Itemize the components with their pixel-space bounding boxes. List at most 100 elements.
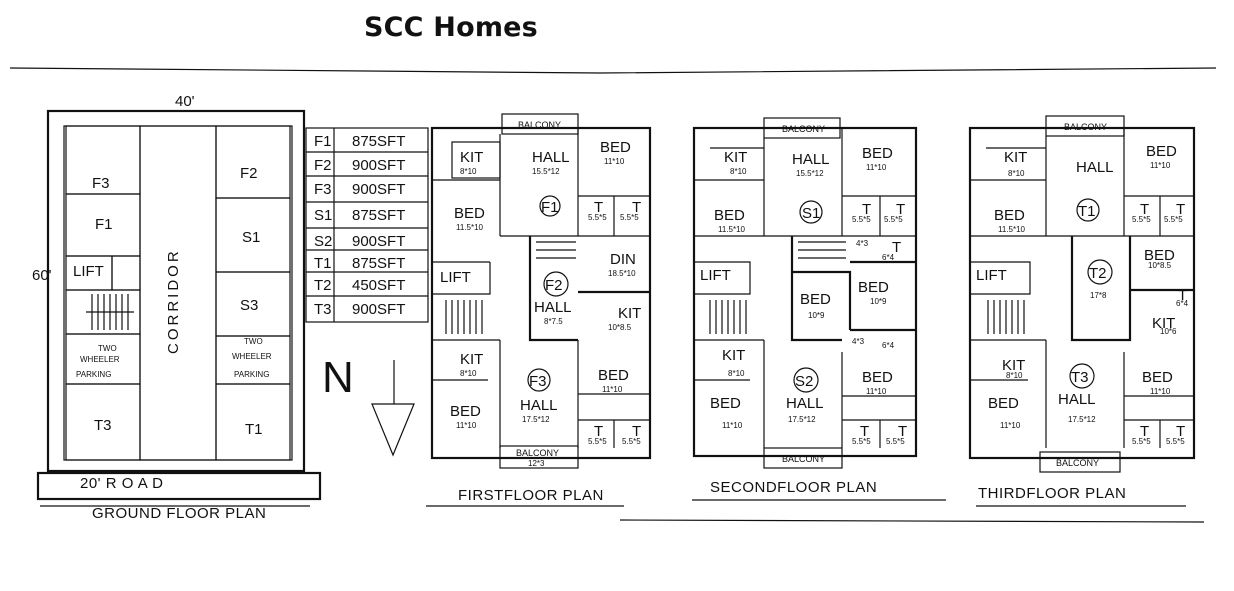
ff-unit-mid-marker [543,271,569,297]
first-floor-plan: BALCONY KIT 8*10 HALL 15.5*12 BED 11*10 … [426,113,652,507]
sf-t-mid-size: 6*4 [882,253,895,262]
tf-balcony-top [1045,115,1125,137]
tf-plan-label: THIRDFLOOR PLAN [978,485,1126,502]
ff-bed-br-label: BED [598,367,629,384]
tf-walls-mid [1070,236,1194,342]
gf-unit-label: S1 [242,229,260,246]
tf-outer [968,126,1196,460]
area-table-area: 900SFT [352,301,405,318]
sf-kit-bot-label: KIT [722,347,745,364]
ff-t2-size: 5.5*5 [620,213,639,222]
sf-t-mid: T [892,239,901,256]
ff-walls-top [432,128,650,237]
ff-t3-size: 5.5*5 [588,437,607,446]
gf-width-label: 40' [175,93,195,110]
gf-plan-label: GROUND FLOOR PLAN [92,505,266,522]
north-arrow: N [322,353,415,457]
sf-walls-bottom [694,340,916,448]
tf-unit-top-marker [1076,198,1100,222]
sf-t3-size: 5.5*5 [852,437,871,446]
gf-parking-text: TWO [98,344,117,353]
tf-unit-bot-marker [1069,363,1095,389]
tf-unit-bot: T3 [1071,369,1089,386]
area-table-rows [306,151,428,297]
tf-t2-size: 5.5*5 [1164,215,1183,224]
tf-t3: T [1140,423,1149,440]
area-table-area: 900SFT [352,181,405,198]
sf-balcony-top [763,117,841,139]
sf-t4-size: 5.5*5 [886,437,905,446]
tf-t2: T [1176,201,1185,218]
area-table-area: 875SFT [352,207,405,224]
gf-unit-label: S3 [240,297,258,314]
sf-hall-top-label: HALL [792,151,830,168]
sf-balcony-bottom-label: BALCONY [782,454,825,464]
page-title: SCC Homes [364,12,538,43]
sf-walls-mid [790,236,916,342]
sf-hall-bot-size: 17.5*12 [788,415,816,424]
gf-lift-side [111,255,141,291]
gf-parking-text: TWO [244,337,263,346]
tf-bed-mid-label: BED [1144,247,1175,264]
tf-bed-br-size: 11*10 [1150,387,1171,396]
ff-t1: T [594,199,603,216]
area-table-frame [305,127,429,323]
ff-hall-top-label: HALL [532,149,570,166]
area-table-unit: T2 [314,277,332,294]
sf-stair-treads [709,300,747,334]
ff-bed-tl-label: BED [454,205,485,222]
tf-bed-tr-size: 11*10 [1150,161,1171,170]
gf-parking-text: PARKING [234,370,269,379]
tf-kit-bot-size: 8*10 [1006,371,1023,380]
ff-kit-mid-label: KIT [618,305,641,322]
area-table-unit: F2 [314,157,332,174]
ff-din-label: DIN [610,251,636,268]
sf-balcony-bottom [763,447,843,469]
ff-t4-size: 5.5*5 [622,437,641,446]
ff-hall-bot-label: HALL [520,397,558,414]
tf-stair-treads [987,300,1025,334]
tf-bed-tl-label: BED [994,207,1025,224]
gf-unit-t1 [215,383,291,461]
sf-bed-br-size: 11*10 [866,387,887,396]
sf-balcony-top-label: BALCONY [782,124,825,134]
sf-bed-tl-label: BED [714,207,745,224]
ff-kit-top-size: 8*10 [460,167,477,176]
gf-corridor-label: CORRIDOR [165,248,182,354]
sf-unit-top-marker [799,200,823,224]
sf-stair-mid [798,241,846,259]
tf-kit-mid-size: 10*6 [1160,327,1177,336]
tf-t1-size: 5.5*5 [1132,215,1151,224]
gf-road-label: 20' R O A D [80,475,163,492]
tf-hall-bot-label: HALL [1058,391,1096,408]
area-table-unit: T3 [314,301,332,318]
area-table-area: 900SFT [352,157,405,174]
area-table-area: 875SFT [352,133,405,150]
ff-unit-bot-marker [527,368,551,392]
gf-parking-text: WHEELER [80,355,120,364]
tf-kit-top-label: KIT [1004,149,1027,166]
sf-hall-top-size: 15.5*12 [796,169,824,178]
tf-unit-mid-marker [1087,259,1113,285]
ff-kit-mid-size: 10*8.5 [608,323,632,332]
sf-bed-mid-size: 10*9 [808,311,825,320]
ff-unit-bot: F3 [529,373,547,390]
tf-t4: T [1176,423,1185,440]
ff-hall-mid-label: HALL [534,299,572,316]
sf-bed-tr-size: 11*10 [866,163,887,172]
sf-small-3: 6*4 [882,341,895,350]
gf-outer-wall [46,109,306,473]
tf-t-mid-size: 6*4 [1176,299,1189,308]
sf-bed-mid-label: BED [800,291,831,308]
ff-bed-bl-label: BED [450,403,481,420]
gf-unit-label: F1 [95,216,113,233]
gf-unit-label: T3 [94,417,112,434]
tf-t1: T [1140,201,1149,218]
tf-unit-mid: T2 [1089,265,1107,282]
ff-balcony-bottom-size: 12*3 [528,459,545,468]
tf-hall-bot-size: 17.5*12 [1068,415,1096,424]
tf-hall-top-label: HALL [1076,159,1114,176]
ff-balcony-top-label: BALCONY [518,120,561,130]
ff-plan-label: FIRSTFLOOR PLAN [458,487,604,504]
gf-unit-label: F3 [92,175,110,192]
